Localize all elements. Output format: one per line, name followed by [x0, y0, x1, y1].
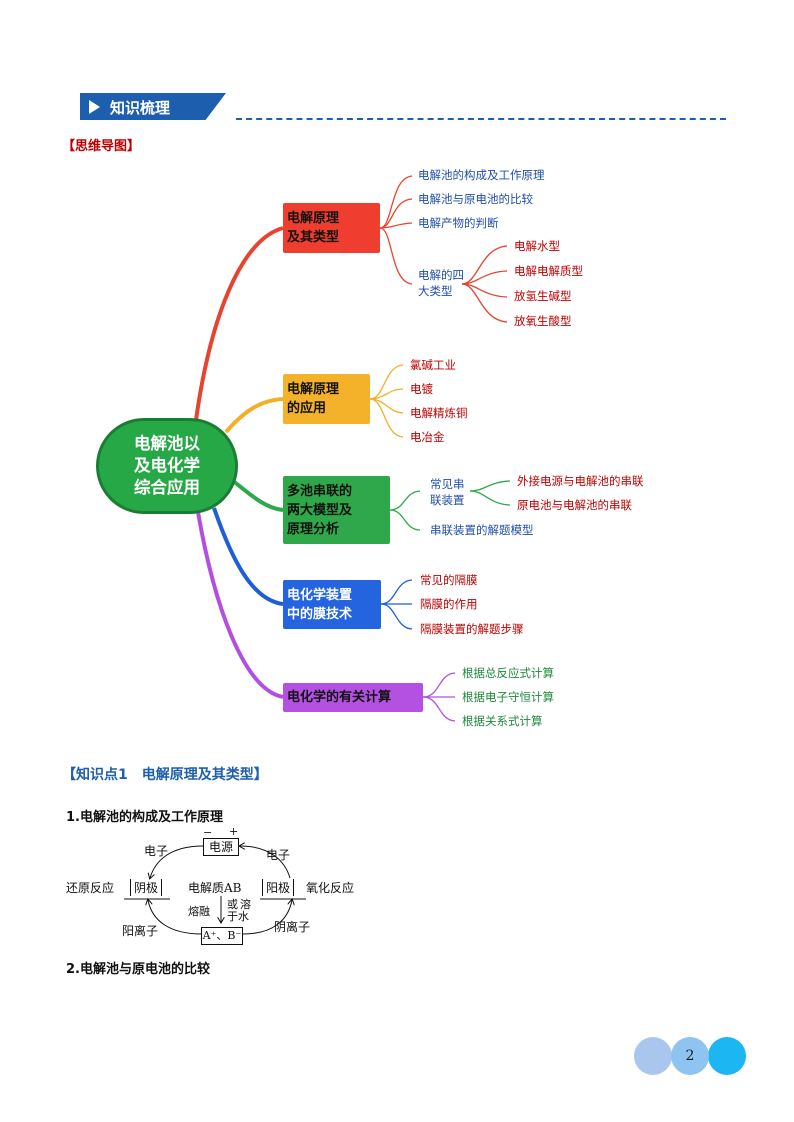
- electrolyte-label: 电解质AB: [188, 881, 242, 895]
- leaf-1-2: 电解池与原电池的比较: [418, 192, 533, 206]
- heading-2: 2.电解池与原电池的比较: [66, 962, 210, 977]
- branch-3-line-1: 多池串联的: [287, 483, 353, 499]
- branch-node-5: 电化学的有关计算: [283, 683, 423, 712]
- anion-flow: [242, 900, 292, 935]
- anion-label: 阴离子: [274, 920, 311, 934]
- knowledge-point-title: 【知识点1 电解原理及其类型】: [62, 767, 268, 783]
- page-circle-left: [634, 1037, 672, 1075]
- leaf-2-1: 氯碱工业: [410, 358, 456, 372]
- branch-node-2: 电解原理 的应用: [283, 374, 370, 424]
- leaf-3-sub-2: 原电池与电解池的串联: [517, 498, 632, 512]
- oxidation-label: 氧化反应: [306, 881, 355, 895]
- minus-sign: −: [203, 826, 213, 839]
- leaf-1-sub: 电解的四 大类型: [418, 267, 464, 299]
- branch-node-1: 电解原理 及其类型: [283, 203, 380, 253]
- branch-3-leaf-lines: [389, 480, 511, 531]
- leaf-2-4: 电冶金: [410, 430, 445, 444]
- mindmap-title: 【思维导图】: [62, 139, 141, 154]
- leaf-1-sub-line-2: 大类型: [418, 284, 453, 298]
- mindmap-central-node: 电解池以 及电化学 综合应用: [96, 418, 238, 514]
- branch-3-line-3: 原理分析: [287, 521, 340, 537]
- branch-node-4: 电化学装置 中的膜技术: [283, 580, 381, 629]
- section-banner-title: 知识梳理: [110, 99, 171, 117]
- melt-label: 熔融: [188, 905, 210, 918]
- leaf-1-sub-line-1: 电解的四: [418, 268, 464, 282]
- section-banner: 知识梳理: [80, 93, 226, 120]
- dissolve-label-2: 于水: [227, 910, 249, 923]
- electron-flow-left: [150, 845, 204, 878]
- leaf-3-sub-line-1: 常见串: [430, 477, 465, 491]
- branch-node-3: 多池串联的 两大模型及 原理分析: [283, 476, 390, 544]
- heading-1: 1.电解池的构成及工作原理: [66, 810, 223, 825]
- electron-label-left: 电子: [144, 844, 169, 858]
- cation-label: 阳离子: [122, 924, 159, 938]
- branch-4-line-2: 中的膜技术: [287, 606, 353, 622]
- plus-sign: +: [229, 825, 239, 838]
- branch-1-line-2: 及其类型: [287, 230, 340, 245]
- central-line-3: 综合应用: [134, 478, 200, 497]
- leaf-2-2: 电镀: [410, 382, 433, 396]
- branch-5-line-1: 电化学的有关计算: [287, 690, 392, 705]
- branch-3-line-2: 两大模型及: [287, 502, 353, 518]
- leaf-1-sub-3: 放氢生碱型: [514, 289, 572, 303]
- central-line-1: 电解池以: [134, 434, 200, 453]
- page-number: 2: [671, 1037, 709, 1075]
- leaf-1-sub-2: 电解电解质型: [514, 264, 583, 278]
- leaf-5-3: 根据关系式计算: [462, 714, 543, 728]
- dissolve-label-1: 溶: [240, 898, 251, 911]
- leaf-4-1: 常见的隔膜: [420, 573, 478, 587]
- leaf-5-2: 根据电子守恒计算: [462, 690, 554, 704]
- branch-5-leaf-lines: [422, 672, 456, 722]
- leaf-4-2: 隔膜的作用: [420, 597, 478, 611]
- leaf-3-sub-line-2: 联装置: [430, 493, 465, 507]
- branch-2-line-2: 的应用: [287, 401, 327, 416]
- branch-2-leaf-lines: [369, 364, 404, 438]
- power-box: 电源: [203, 838, 239, 856]
- branch-line-3: [230, 478, 284, 512]
- branch-1-leaf-lines: [379, 175, 508, 323]
- cathode-label: 阴极: [130, 879, 163, 896]
- branch-2-line-1: 电解原理: [287, 382, 340, 397]
- branch-line-1: [194, 226, 284, 421]
- branch-4-line-1: 电化学装置: [287, 587, 353, 603]
- leaf-3-1: 串联装置的解题模型: [430, 523, 534, 537]
- central-line-2: 及电化学: [134, 456, 200, 475]
- branch-line-4: [212, 507, 284, 606]
- electrolysis-diagram: [124, 826, 306, 935]
- leaf-5-1: 根据总反应式计算: [462, 666, 554, 680]
- banner-dashed-rule: [236, 118, 726, 120]
- leaf-2-3: 电解精炼铜: [410, 406, 468, 420]
- reduction-label: 还原反应: [66, 881, 115, 895]
- branch-line-5: [196, 511, 284, 699]
- electron-label-right: 电子: [266, 848, 291, 862]
- electron-flow-right: [240, 846, 291, 879]
- leaf-4-3: 隔膜装置的解题步骤: [420, 622, 524, 636]
- page-circle-right: [708, 1037, 746, 1075]
- leaf-1-sub-1: 电解水型: [514, 239, 560, 253]
- leaf-3-sub: 常见串 联装置: [430, 476, 465, 508]
- or-label: 或: [227, 898, 238, 911]
- play-icon: [89, 100, 100, 114]
- leaf-1-1: 电解池的构成及工作原理: [418, 168, 545, 182]
- branch-line-2: [224, 397, 284, 434]
- ions-box: A⁺、B⁻: [201, 927, 243, 945]
- leaf-3-sub-1: 外接电源与电解池的串联: [517, 474, 644, 488]
- anode-label: 阳极: [262, 879, 295, 896]
- mindmap-connectors: [194, 175, 511, 722]
- leaf-1-sub-4: 放氧生酸型: [514, 314, 572, 328]
- leaf-1-3: 电解产物的判断: [418, 216, 499, 230]
- branch-1-line-1: 电解原理: [287, 211, 340, 226]
- branch-4-leaf-lines: [380, 579, 413, 630]
- cation-flow: [148, 900, 203, 935]
